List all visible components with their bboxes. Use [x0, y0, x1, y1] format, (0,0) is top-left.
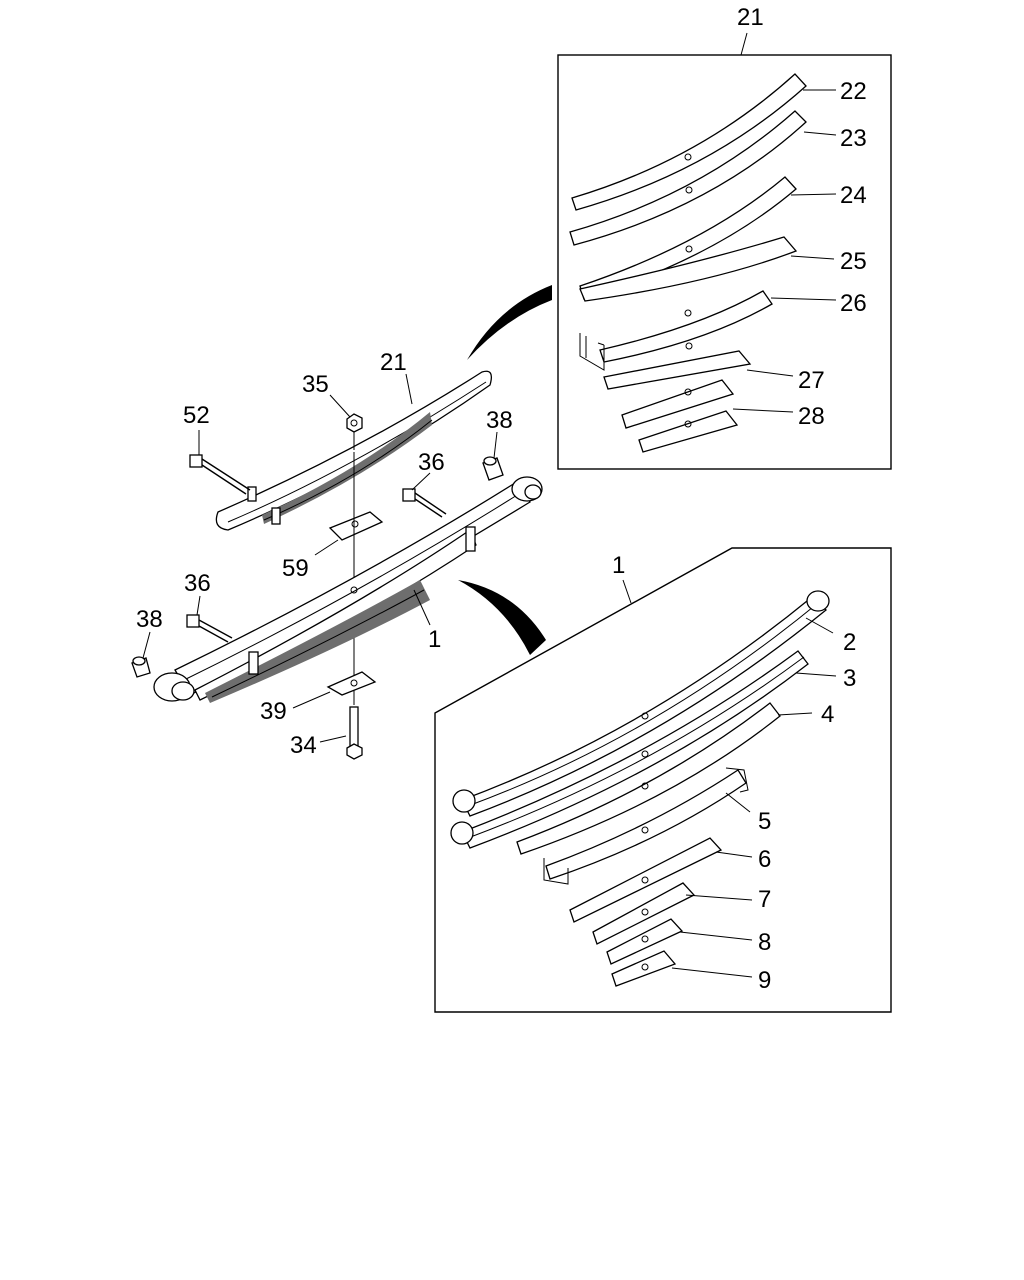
- u-bolt-34: [346, 706, 363, 760]
- callout-35: 35: [302, 371, 329, 398]
- leaf-3: [450, 650, 809, 849]
- main-leaders: [142, 373, 498, 743]
- nut-35: [346, 413, 363, 433]
- leaf-26: [579, 290, 773, 371]
- pointer-arrow-21: [467, 285, 552, 360]
- callout-1-main: 1: [428, 626, 441, 653]
- leaf-6: [569, 837, 723, 923]
- callout-21-inset: 21: [737, 4, 764, 31]
- bolt-36-right: [402, 488, 447, 518]
- callout-36-right: 36: [418, 449, 445, 476]
- inset-top-leaders: [732, 89, 837, 413]
- inset-bottom-leaders: [671, 617, 837, 978]
- callout-36-left: 36: [184, 570, 211, 597]
- callout-3: 3: [843, 665, 856, 692]
- pointer-arrow-1: [458, 580, 546, 655]
- plate-39: [326, 671, 377, 696]
- bushing-38-left: [131, 656, 151, 678]
- leaf-7: [592, 882, 696, 945]
- callout-25: 25: [840, 248, 867, 275]
- callout-7: 7: [758, 886, 771, 913]
- callout-59: 59: [282, 555, 309, 582]
- leaf-5: [543, 767, 749, 885]
- callout-5: 5: [758, 808, 771, 835]
- callout-4: 4: [821, 701, 834, 728]
- leaf-4: [516, 702, 781, 855]
- leaf-8: [606, 918, 684, 965]
- callout-6: 6: [758, 846, 771, 873]
- callout-26: 26: [840, 290, 867, 317]
- bushing-38-right: [482, 456, 504, 481]
- bolt-52: [189, 454, 251, 495]
- callout-8: 8: [758, 929, 771, 956]
- leaf-2: [452, 590, 830, 817]
- callout-27: 27: [798, 367, 825, 394]
- leaf-22: [571, 73, 807, 211]
- callout-1-inset: 1: [612, 552, 625, 579]
- callout-9: 9: [758, 967, 771, 994]
- leaf-28b: [638, 410, 739, 453]
- callout-38-left: 38: [136, 606, 163, 633]
- leaf-9: [611, 950, 677, 987]
- bolt-36-left: [186, 614, 233, 643]
- spring-assembly-1: [153, 476, 543, 703]
- callout-23: 23: [840, 125, 867, 152]
- plate-59: [328, 511, 384, 541]
- callout-24: 24: [840, 182, 867, 209]
- callout-22: 22: [840, 78, 867, 105]
- leaf-27: [603, 342, 752, 390]
- callout-34: 34: [290, 732, 317, 759]
- leaf-23: [569, 110, 807, 246]
- inset-box-1: 1: [434, 547, 892, 1013]
- leaf-25: [579, 236, 798, 302]
- callout-28: 28: [798, 403, 825, 430]
- leaf-28: [621, 379, 735, 429]
- inset-box-21: 21: [557, 4, 892, 470]
- callout-38-right: 38: [486, 407, 513, 434]
- callout-39: 39: [260, 698, 287, 725]
- callout-21-main: 21: [380, 349, 407, 376]
- callout-2: 2: [843, 629, 856, 656]
- callout-52: 52: [183, 402, 210, 429]
